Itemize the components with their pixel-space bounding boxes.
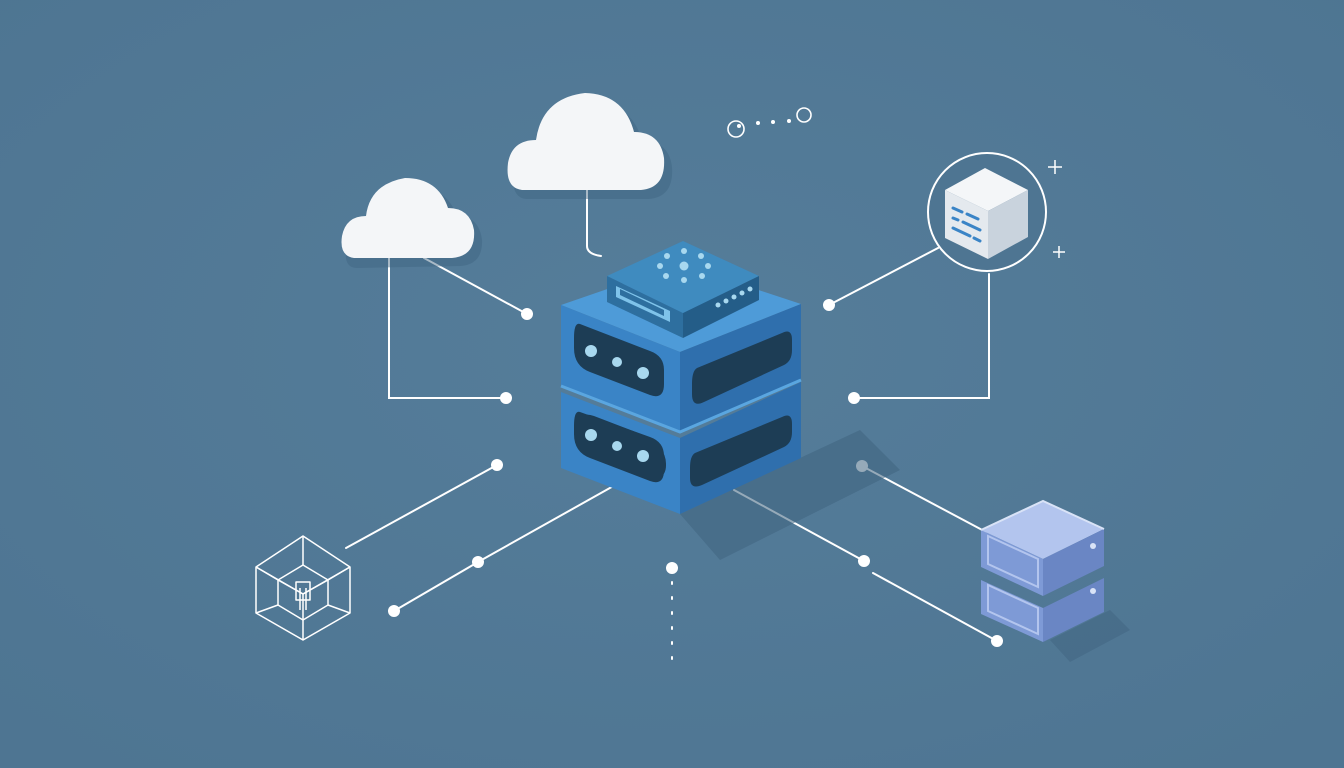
node-dot [491, 459, 503, 471]
node-dot [991, 635, 1003, 647]
node-dot [858, 555, 870, 567]
node-dot [848, 392, 860, 404]
line-db-elbow [853, 273, 990, 399]
node-dot [388, 605, 400, 617]
node-dot [500, 392, 512, 404]
node-dot [521, 308, 533, 320]
line-cube [345, 464, 498, 549]
storage-stack-icon [980, 499, 1130, 662]
router-icon [607, 241, 759, 338]
line-router-db [828, 247, 939, 306]
cloud-database-icon [927, 152, 1047, 272]
line-storage-lower [872, 572, 998, 642]
connector-dots [388, 299, 1003, 647]
node-dot [666, 562, 678, 574]
line-left-cloud-elbow [388, 257, 507, 399]
node-dot [472, 556, 484, 568]
radial-signal-icon [657, 248, 711, 283]
line-top-cloud-drop [586, 189, 602, 257]
container-cube-icon [255, 535, 351, 641]
cloud-icon [507, 93, 673, 199]
line-left-cloud-diagonal [423, 257, 528, 315]
cloud-icon [341, 178, 483, 268]
signal-dots-icon [727, 107, 812, 138]
sparkle-plus-icons [1048, 160, 1065, 258]
node-dot [823, 299, 835, 311]
